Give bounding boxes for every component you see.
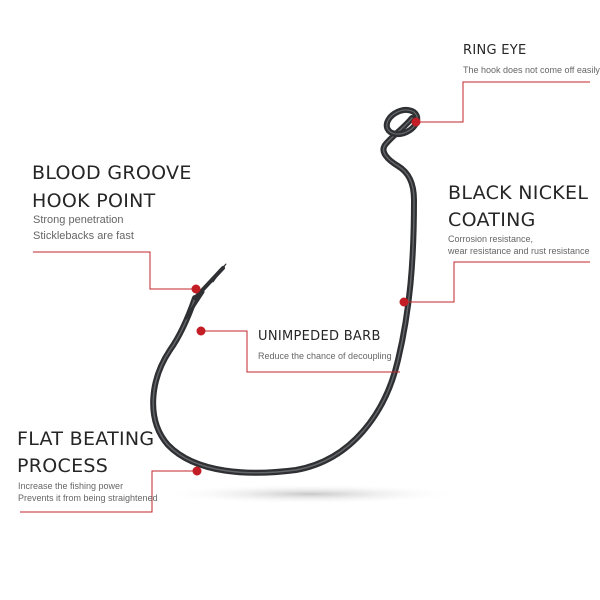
- leader-lines: [20, 81, 590, 513]
- dot-flat-beating: [192, 466, 202, 476]
- unimpeded-barb-desc: Reduce the chance of decoupling: [258, 351, 392, 361]
- leader-flat-beating: [20, 470, 197, 513]
- blood-groove-desc-line1: Strong penetration: [33, 214, 124, 226]
- flat-beating-desc-line1: Increase the fishing power: [18, 481, 124, 491]
- flat-beating-title-line1: FLAT BEATING: [17, 428, 155, 450]
- fishing-hook: [150, 106, 421, 476]
- leader-blood-groove: [33, 251, 196, 290]
- marker-dots: [191, 117, 421, 476]
- black-nickel-desc-line2: wear resistance and rust resistance: [448, 246, 590, 256]
- leader-unimpeded-barb: [201, 330, 400, 373]
- flat-beating-title-line2: PROCESS: [17, 455, 109, 477]
- blood-groove-desc-line2: Sticklebacks are fast: [33, 230, 134, 242]
- ring-eye-desc: The hook does not come off easily: [463, 65, 600, 75]
- dot-ring-eye: [411, 117, 421, 127]
- flat-beating-desc-line2: Prevents it from being straightened: [18, 493, 158, 503]
- dot-unimpeded-barb: [196, 326, 206, 336]
- leader-ring-eye: [416, 81, 590, 123]
- blood-groove-title-line2: HOOK POINT: [32, 190, 156, 212]
- ring-eye-title: RING EYE: [463, 43, 527, 58]
- dot-black-nickel: [399, 297, 409, 307]
- black-nickel-title-line1: BLACK NICKEL: [448, 182, 589, 204]
- blood-groove-title-line1: BLOOD GROOVE: [32, 162, 192, 184]
- unimpeded-barb-title: UNIMPEDED BARB: [258, 329, 381, 344]
- black-nickel-desc-line1: Corrosion resistance,: [448, 234, 534, 244]
- black-nickel-title-line2: COATING: [448, 209, 536, 231]
- dot-blood-groove: [191, 284, 201, 294]
- hook-shadow: [160, 484, 460, 504]
- leader-black-nickel: [404, 261, 590, 303]
